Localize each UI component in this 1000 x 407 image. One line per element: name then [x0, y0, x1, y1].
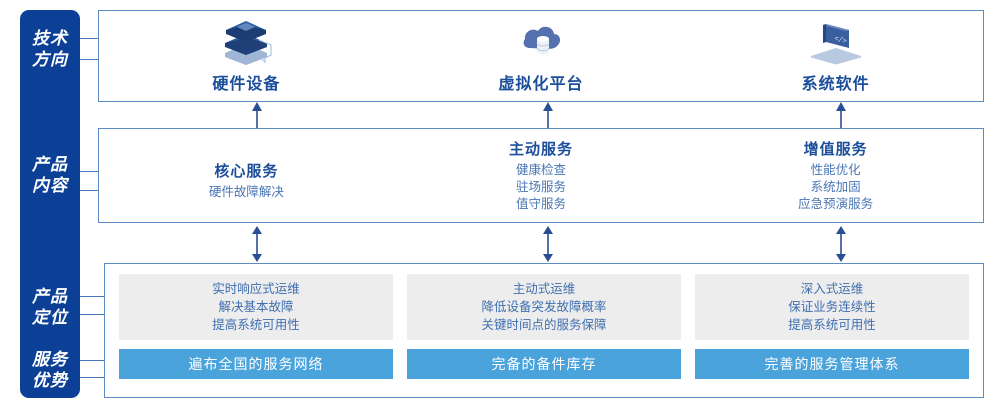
positioning-card-indepth[interactable]: 深入式运维 保证业务连续性 提高系统可用性 — [695, 274, 969, 340]
advantage-bar-management[interactable]: 完善的服务管理体系 — [695, 349, 969, 379]
positioning-line: 实时响应式运维 — [212, 282, 300, 296]
tech-direction-panel: 硬件设备 虚拟化平台 — [98, 10, 984, 102]
advantage-bar-spare-parts[interactable]: 完备的备件库存 — [407, 349, 681, 379]
content-item: 硬件故障解决 — [208, 185, 284, 199]
content-item: 值守服务 — [516, 197, 567, 211]
rail-label-line: 技术 — [32, 29, 68, 48]
positioning-line: 主动式运维 — [512, 282, 576, 296]
positioning-card-proactive[interactable]: 主动式运维 降低设备突发故障概率 关键时间点的服务保障 — [407, 274, 681, 340]
positioning-card-realtime[interactable]: 实时响应式运维 解决基本故障 提高系统可用性 — [119, 274, 393, 340]
content-column-items: 硬件故障解决 — [209, 184, 284, 201]
arrow-double-active — [541, 226, 555, 267]
rail-label-line: 产品 — [32, 287, 68, 306]
arrow-double-core — [250, 226, 264, 267]
content-column-items: 健康检查 驻场服务 值守服务 — [516, 162, 566, 213]
rail-label-line: 内容 — [32, 176, 68, 195]
rail-label-line: 产品 — [32, 155, 68, 174]
positioning-line: 关键时间点的服务保障 — [481, 318, 607, 332]
positioning-line: 提高系统可用性 — [212, 318, 300, 332]
rail-item-product-position[interactable]: 产品 定位 — [20, 286, 80, 328]
product-content-panel: 核心服务 硬件故障解决 主动服务 健康检查 驻场服务 值守服务 增值服务 性能优… — [98, 128, 984, 223]
content-item: 性能优化 — [810, 163, 861, 177]
connector-line — [80, 59, 98, 60]
tech-item-hardware[interactable]: 硬件设备 — [99, 11, 394, 101]
server-stack-icon — [215, 18, 277, 66]
content-column-active-service[interactable]: 主动服务 健康检查 驻场服务 值守服务 — [394, 129, 689, 222]
rail-label-line: 方向 — [32, 50, 68, 69]
connector-line — [80, 314, 104, 315]
tech-item-virtualization[interactable]: 虚拟化平台 — [394, 11, 689, 101]
content-column-items: 性能优化 系统加固 应急预演服务 — [798, 162, 873, 213]
rail-label-line: 优势 — [32, 371, 68, 390]
content-column-value-added-service[interactable]: 增值服务 性能优化 系统加固 应急预演服务 — [688, 129, 983, 222]
tech-item-system-software[interactable]: </> 系统软件 — [688, 11, 983, 101]
positioning-advantage-panel: 实时响应式运维 解决基本故障 提高系统可用性 主动式运维 降低设备突发故障概率 … — [104, 263, 984, 398]
content-item: 健康检查 — [516, 163, 567, 177]
rail-item-product-content[interactable]: 产品 内容 — [20, 154, 80, 196]
content-column-heading: 增值服务 — [803, 141, 868, 158]
connector-line — [80, 190, 98, 191]
advantage-bar-network[interactable]: 遍布全国的服务网络 — [119, 349, 393, 379]
connector-line — [80, 377, 104, 378]
tech-item-label: 虚拟化平台 — [498, 76, 584, 93]
tech-item-label: 系统软件 — [801, 76, 870, 93]
svg-text:</>: </> — [833, 34, 847, 45]
content-item: 应急预演服务 — [798, 197, 874, 211]
arrow-up-hardware — [250, 102, 264, 133]
content-item: 驻场服务 — [516, 180, 567, 194]
tech-item-label: 硬件设备 — [212, 76, 281, 93]
arrow-up-system-software — [834, 102, 848, 133]
category-rail: 技术 方向 产品 内容 产品 定位 服务 优势 — [20, 10, 80, 398]
positioning-line: 保证业务连续性 — [788, 300, 876, 314]
content-column-heading: 主动服务 — [509, 141, 574, 158]
rail-label-line: 服务 — [32, 350, 68, 369]
positioning-line: 深入式运维 — [800, 282, 864, 296]
positioning-line: 降低设备突发故障概率 — [481, 300, 607, 314]
rail-label-line: 定位 — [32, 308, 68, 327]
positioning-line: 解决基本故障 — [218, 300, 294, 314]
connector-line — [80, 171, 98, 172]
positioning-line: 提高系统可用性 — [788, 318, 876, 332]
connector-line — [80, 38, 98, 39]
connector-line — [80, 296, 104, 297]
laptop-code-icon: </> — [805, 18, 867, 66]
advantage-row: 遍布全国的服务网络 完备的备件库存 完善的服务管理体系 — [119, 349, 969, 379]
content-column-heading: 核心服务 — [214, 163, 279, 180]
positioning-row: 实时响应式运维 解决基本故障 提高系统可用性 主动式运维 降低设备突发故障概率 … — [119, 274, 969, 340]
arrow-double-value-added — [834, 226, 848, 267]
content-column-core-service[interactable]: 核心服务 硬件故障解决 — [99, 129, 394, 222]
connector-line — [80, 360, 104, 361]
arrow-up-virtualization — [541, 102, 555, 133]
rail-item-service-advantage[interactable]: 服务 优势 — [20, 349, 80, 391]
cloud-database-icon — [510, 18, 572, 66]
content-item: 系统加固 — [810, 180, 861, 194]
rail-item-tech-direction[interactable]: 技术 方向 — [20, 28, 80, 70]
